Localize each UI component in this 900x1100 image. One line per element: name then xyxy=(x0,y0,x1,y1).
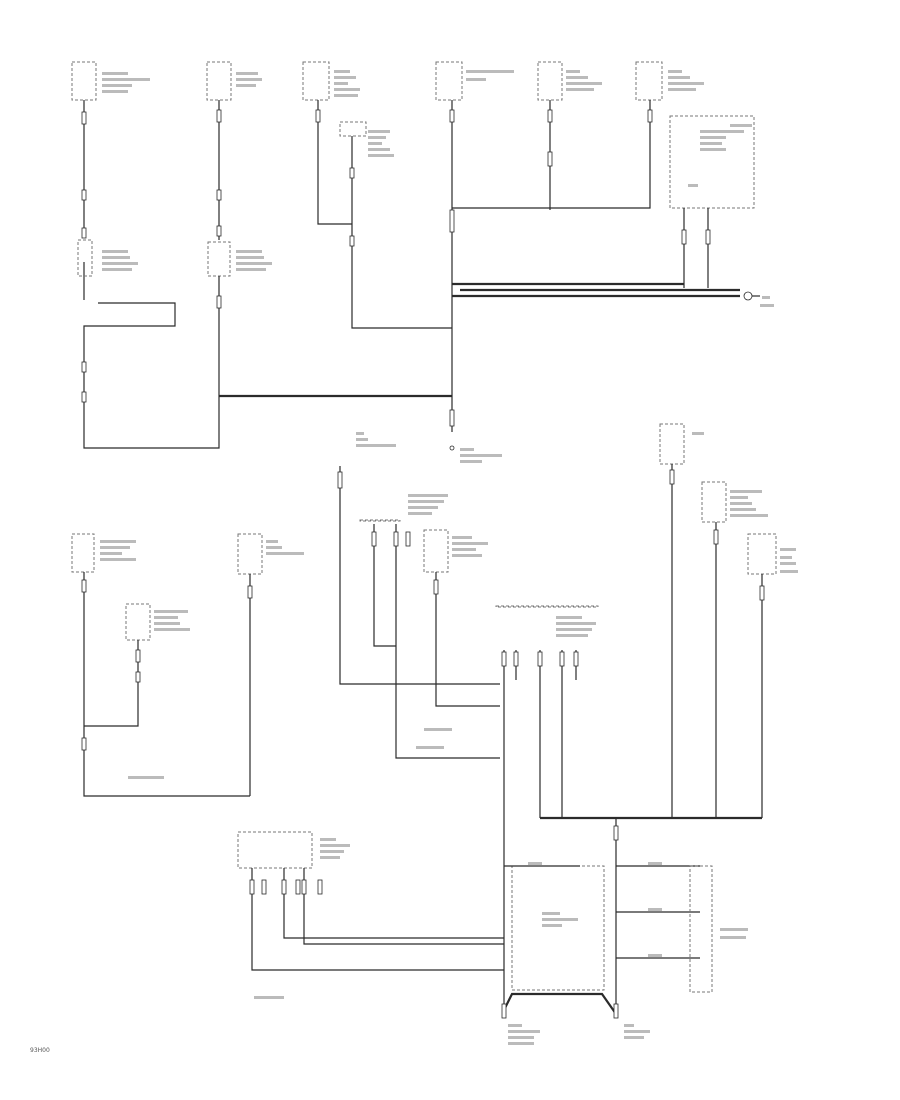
middle-center-ground-group xyxy=(337,466,599,1014)
connector-label-mid-center xyxy=(408,494,448,515)
junction-labels xyxy=(102,250,272,271)
component-box-mid-2 xyxy=(125,603,151,641)
component-label-top-1 xyxy=(102,72,150,93)
component-box-top-2 xyxy=(206,61,232,101)
component-box-top-4 xyxy=(339,121,367,137)
middle-left-ground-group xyxy=(71,533,304,797)
component-label-mid-1 xyxy=(100,540,136,561)
component-label-top-2 xyxy=(236,72,262,87)
component-box-mid-right-1 xyxy=(659,423,685,465)
splice-labels-mid-center xyxy=(416,728,452,749)
splice-label-mid-left xyxy=(128,776,164,779)
component-box-top-3 xyxy=(302,61,330,101)
top-center-ground-group xyxy=(302,61,774,463)
page-id-label: 93H00 xyxy=(30,1047,50,1054)
component-label-top-4 xyxy=(368,130,394,157)
component-label-mid-2 xyxy=(154,610,190,631)
component-box-mid-3 xyxy=(237,533,263,575)
module-box-top-right xyxy=(669,115,755,209)
component-box-top-6 xyxy=(537,61,563,101)
component-box-top-7 xyxy=(635,61,663,101)
ground-point-bottom-labels xyxy=(508,1024,650,1045)
harness-box-bottom-right xyxy=(689,865,713,993)
component-box-mid-right-3 xyxy=(747,533,777,575)
component-label-mid-center xyxy=(452,536,488,557)
connector-box-mid-center xyxy=(359,519,401,522)
module-label-top-right xyxy=(688,124,752,187)
junction-block-label xyxy=(542,912,578,927)
component-box-top-5 xyxy=(435,61,463,101)
ground-terminal-top-right xyxy=(743,291,753,301)
component-label-mid-right-2 xyxy=(730,490,768,517)
component-box-mid-1 xyxy=(71,533,95,573)
bottom-ground-group xyxy=(237,831,748,1045)
middle-right-ground-group xyxy=(540,423,798,1014)
ground-terminal-label xyxy=(760,296,774,307)
splice-label-bottom xyxy=(254,996,284,999)
connector-stubs-bottom xyxy=(528,862,662,957)
top-left-ground-group xyxy=(71,61,452,449)
control-unit-box-mid xyxy=(495,605,599,608)
component-box-bottom-left xyxy=(237,831,313,869)
ground-point-center xyxy=(449,445,455,451)
component-label-top-5 xyxy=(466,70,514,81)
component-box-top-1 xyxy=(71,61,97,101)
component-label-mid-3 xyxy=(266,540,304,555)
component-label-mid-right-1 xyxy=(692,432,704,435)
junction-connector-right xyxy=(207,241,231,277)
component-label-top-6 xyxy=(566,70,602,91)
ground-point-center-label xyxy=(356,432,502,463)
control-unit-label-mid xyxy=(556,616,596,637)
component-label-top-7 xyxy=(668,70,704,91)
harness-label-bottom-right xyxy=(720,928,748,939)
component-label-top-3 xyxy=(334,70,360,97)
component-box-mid-center xyxy=(423,529,449,573)
junction-block-bottom xyxy=(511,865,605,991)
junction-connector-left xyxy=(77,239,93,277)
component-box-mid-right-2 xyxy=(701,481,727,523)
component-label-bottom-left xyxy=(320,838,350,859)
component-label-mid-right-3 xyxy=(780,548,798,573)
